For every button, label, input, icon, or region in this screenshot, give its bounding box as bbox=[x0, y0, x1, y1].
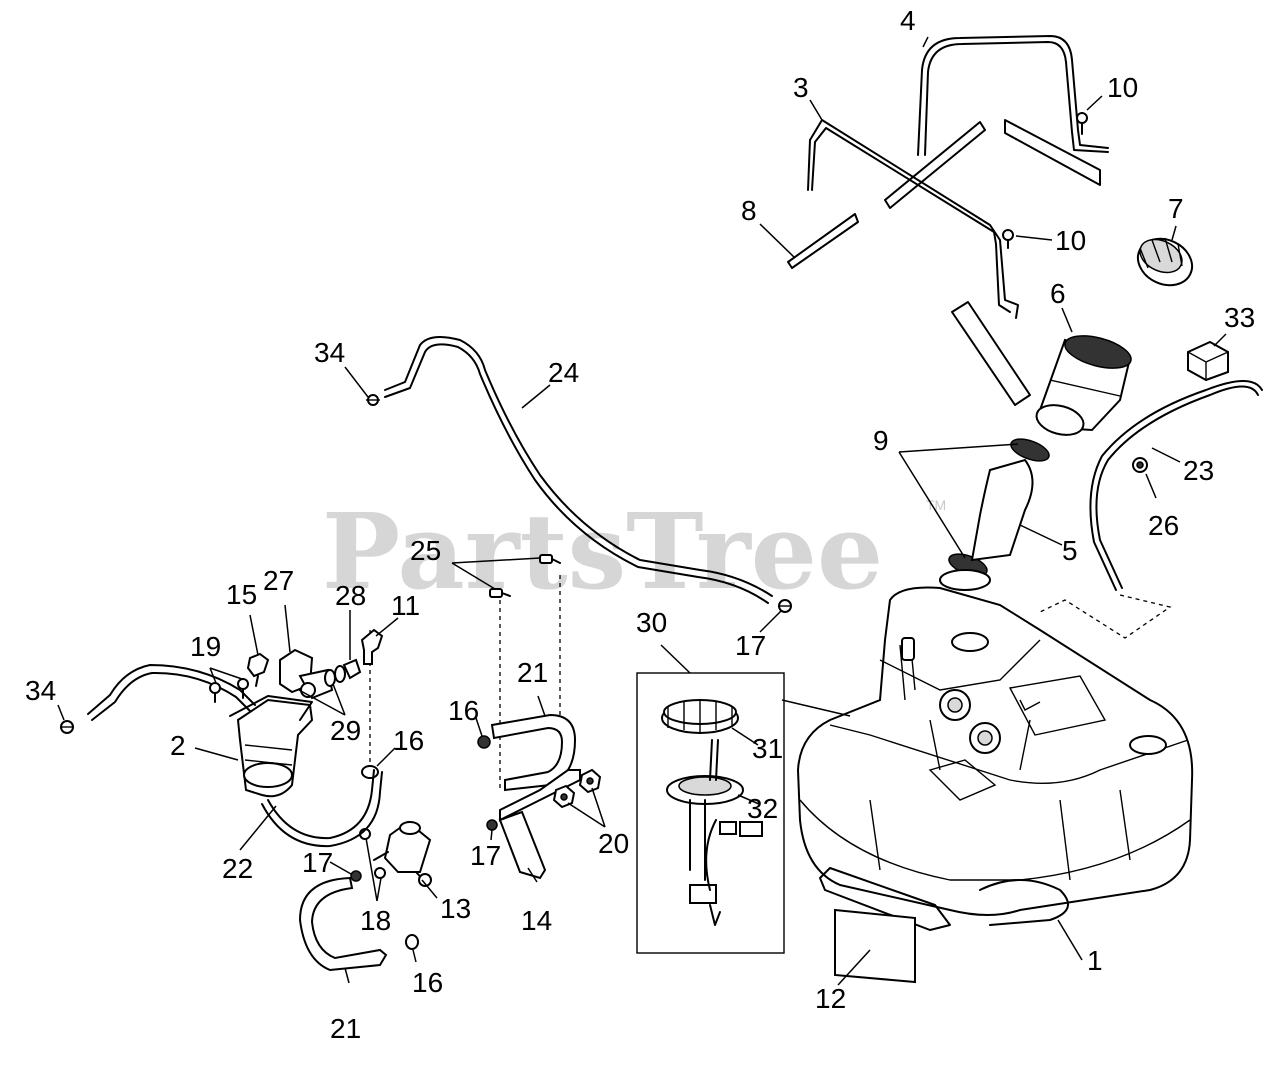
part-23-vent-hose[interactable] bbox=[1089, 380, 1263, 591]
callout-11: 11 bbox=[391, 590, 420, 621]
callout-17-middle: 17 bbox=[470, 840, 501, 871]
callout-30: 30 bbox=[636, 607, 667, 638]
callout-16-lower: 16 bbox=[412, 967, 443, 998]
part-29-washers[interactable] bbox=[324, 665, 346, 687]
hose-from-filter[interactable] bbox=[87, 664, 256, 721]
callout-3: 3 bbox=[793, 72, 809, 103]
part-30-kit-frame bbox=[636, 672, 785, 954]
callout-25: 25 bbox=[410, 535, 441, 566]
callout-14: 14 bbox=[521, 905, 552, 936]
part-22-fuel-hose[interactable] bbox=[261, 769, 383, 848]
part-34-clip-lower[interactable] bbox=[60, 720, 74, 734]
callout-34-upper: 34 bbox=[314, 337, 345, 368]
part-16-fitting-c[interactable] bbox=[405, 934, 419, 950]
part-17-clamp-mid[interactable] bbox=[486, 819, 498, 831]
part-7-fuel-cap[interactable] bbox=[1130, 230, 1199, 294]
part-9-hose-clamp-upper[interactable] bbox=[1008, 435, 1052, 466]
part-25-bolt-left[interactable] bbox=[489, 588, 511, 598]
part-33-block[interactable] bbox=[1187, 340, 1229, 382]
part-12-label[interactable] bbox=[834, 908, 916, 984]
part-16-fitting-b[interactable] bbox=[361, 765, 379, 779]
callout-8: 8 bbox=[741, 195, 757, 226]
watermark: PartsTree TM bbox=[322, 490, 946, 613]
callout-10-lower: 10 bbox=[1055, 225, 1086, 256]
part-24-fuel-line[interactable] bbox=[384, 335, 773, 604]
part-5-filler-hose[interactable] bbox=[970, 458, 1034, 562]
part-17-clamp-right[interactable] bbox=[778, 599, 792, 613]
callout-17-left: 17 bbox=[302, 847, 333, 878]
callout-21-upper: 21 bbox=[517, 657, 548, 688]
part-13-fuel-pump[interactable] bbox=[373, 820, 432, 887]
part-3-tank-strap[interactable] bbox=[807, 119, 1019, 319]
part-32-fuel-sender[interactable] bbox=[666, 739, 763, 926]
part-14-bracket[interactable] bbox=[498, 769, 581, 880]
callout-34-lower: 34 bbox=[25, 675, 56, 706]
watermark-text: PartsTree bbox=[322, 490, 883, 613]
callout-2: 2 bbox=[170, 730, 186, 761]
filler-pad bbox=[951, 301, 1031, 406]
leader-lines bbox=[57, 36, 1227, 986]
callout-31: 31 bbox=[752, 733, 783, 764]
callout-20: 20 bbox=[598, 828, 629, 859]
part-28-fitting[interactable] bbox=[342, 658, 362, 680]
callout-numbers: 1 2 3 4 5 6 7 8 9 10 10 11 12 13 14 15 1… bbox=[25, 5, 1255, 1044]
part-31-locking-ring[interactable] bbox=[661, 699, 739, 734]
callout-32: 32 bbox=[747, 793, 778, 824]
part-1-fuel-tank[interactable] bbox=[796, 569, 1194, 931]
callout-15: 15 bbox=[226, 579, 257, 610]
callout-28: 28 bbox=[335, 580, 366, 611]
callout-10-upper: 10 bbox=[1107, 72, 1138, 103]
part-19-screws[interactable] bbox=[209, 678, 249, 703]
callout-18: 18 bbox=[360, 905, 391, 936]
callout-23: 23 bbox=[1183, 455, 1214, 486]
part-2-fuel-filter[interactable] bbox=[229, 695, 314, 798]
callout-33: 33 bbox=[1224, 302, 1255, 333]
part-21-fuel-hose-upper[interactable] bbox=[490, 713, 577, 792]
callout-26: 26 bbox=[1148, 510, 1179, 541]
watermark-trademark: TM bbox=[926, 497, 946, 513]
callout-1: 1 bbox=[1087, 945, 1103, 976]
callout-16-upper: 16 bbox=[448, 695, 479, 726]
part-21-fuel-hose-lower[interactable] bbox=[298, 876, 388, 972]
callout-21-lower: 21 bbox=[330, 1013, 361, 1044]
part-8-pad[interactable] bbox=[787, 213, 859, 269]
callout-4: 4 bbox=[900, 5, 916, 36]
callout-27: 27 bbox=[263, 565, 294, 596]
callout-6: 6 bbox=[1050, 278, 1066, 309]
part-20-nut-lower[interactable] bbox=[552, 784, 576, 809]
part-25-bolt-right[interactable] bbox=[539, 554, 561, 564]
part-34-clip-upper[interactable] bbox=[366, 394, 380, 406]
callout-17-right: 17 bbox=[735, 630, 766, 661]
part-20-nut-upper[interactable] bbox=[578, 768, 602, 794]
callout-7: 7 bbox=[1168, 193, 1184, 224]
part-15-elbow[interactable] bbox=[246, 652, 270, 687]
part-6-filler-neck[interactable] bbox=[1033, 330, 1134, 440]
callout-9: 9 bbox=[873, 425, 889, 456]
part-17-clamp-left[interactable] bbox=[350, 870, 362, 882]
part-4-tank-strap[interactable] bbox=[917, 35, 1109, 156]
part-18-clamps[interactable] bbox=[359, 828, 386, 879]
callout-13: 13 bbox=[440, 893, 471, 924]
callout-12: 12 bbox=[815, 983, 846, 1014]
part-10-bolt-upper[interactable] bbox=[1076, 112, 1088, 135]
part-11-fitting[interactable] bbox=[360, 628, 384, 665]
callout-19: 19 bbox=[190, 631, 221, 662]
part-10-bolt-lower[interactable] bbox=[1002, 229, 1014, 249]
callout-5: 5 bbox=[1062, 535, 1078, 566]
part-26-clip[interactable] bbox=[1132, 457, 1148, 473]
callout-29: 29 bbox=[330, 715, 361, 746]
callout-16-middle: 16 bbox=[393, 725, 424, 756]
part-16-fitting-a[interactable] bbox=[477, 735, 491, 749]
part-27-solenoid[interactable] bbox=[279, 648, 334, 700]
dashed-guides bbox=[369, 575, 1172, 790]
callout-22: 22 bbox=[222, 853, 253, 884]
callout-24: 24 bbox=[548, 357, 579, 388]
strap-pads bbox=[884, 119, 1101, 209]
